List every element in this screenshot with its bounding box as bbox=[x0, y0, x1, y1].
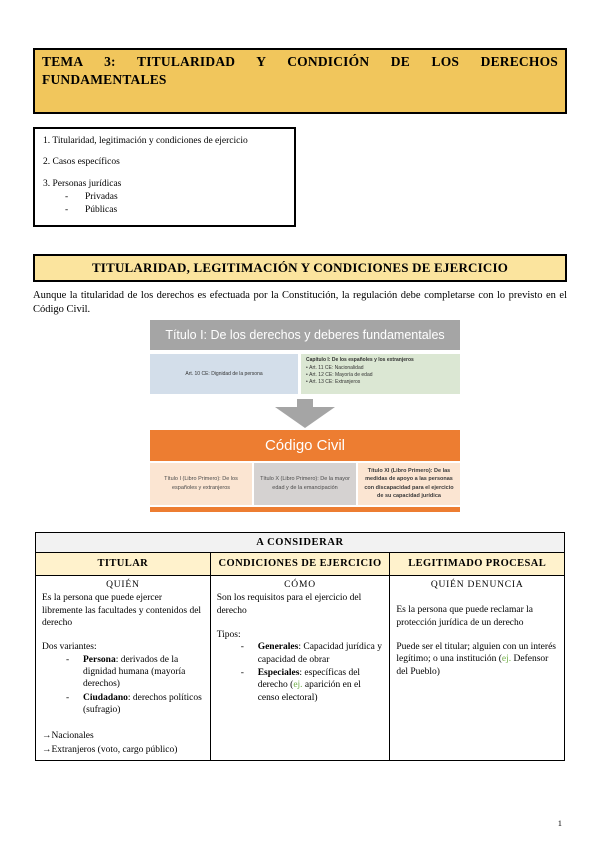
type-especiales-ej: ej. bbox=[293, 680, 303, 691]
outline-item-3-num: 3. bbox=[43, 179, 51, 190]
consider-table-caption-row: A CONSIDERAR bbox=[35, 531, 565, 554]
page-title-text: TEMA 3: TITULARIDAD Y CONDICIÓN DE LOS D… bbox=[42, 54, 558, 88]
cell-condiciones-desc: Son los requisitos para el ejercicio del… bbox=[216, 593, 362, 616]
legitimado-para-before: Puede ser el titular; alguien con un int… bbox=[396, 641, 556, 665]
cell-titular-variants: Persona: derivados de la dignidad humana… bbox=[66, 654, 204, 717]
variant-persona-term: Persona bbox=[83, 654, 116, 665]
dash-marker: - bbox=[65, 204, 69, 215]
diagram-bottom-strip bbox=[150, 506, 460, 512]
cell-titular-desc: Es la persona que puede ejercer libremen… bbox=[42, 593, 202, 628]
diagram-codigo-civil-box: Código Civil bbox=[150, 429, 460, 461]
variant-persona: Persona: derivados de la dignidad humana… bbox=[66, 654, 204, 691]
diagram-constitution-children: Art. 10 CE: Dignidad de la persona Capít… bbox=[150, 353, 460, 394]
outline-subitem-privadas: - Privadas bbox=[65, 191, 286, 204]
outline-subitem-privadas-text: Privadas bbox=[85, 192, 118, 203]
diagram-titulo10-box: Título X (Libro Primero): De la mayor ed… bbox=[254, 462, 356, 505]
variant-ciudadano-text: : derechos políticos (sufragio) bbox=[83, 692, 202, 715]
column-header-legitimado: LEGITIMADO PROCESAL bbox=[389, 552, 565, 576]
outline-item-3-sublist: - Privadas - Públicas bbox=[65, 191, 286, 217]
cell-condiciones-heading: CÓMO bbox=[284, 579, 316, 590]
down-arrow-stem bbox=[297, 398, 313, 407]
outline-subitem-publicas-text: Públicas bbox=[85, 204, 118, 215]
diagram-capitulo1-box: Capítulo I: De los españoles y los extra… bbox=[301, 353, 460, 394]
type-especiales: Especiales: específicas del derecho (ej.… bbox=[241, 667, 384, 704]
diagram-constitution-box: Título I: De los derechos y deberes fund… bbox=[150, 319, 460, 350]
spacer bbox=[42, 717, 204, 729]
spacer bbox=[396, 592, 558, 604]
outline-item-1-text: Titularidad, legitimación y condiciones … bbox=[52, 135, 248, 146]
intro-paragraph: Aunque la titularidad de los derechos es… bbox=[33, 289, 567, 315]
cell-condiciones-types: Generales: Capacidad jurídica y capacida… bbox=[241, 641, 384, 704]
consider-table-header-row: TITULAR CONDICIONES DE EJERCICIO LEGITIM… bbox=[35, 552, 565, 576]
diagram-art10-box: Art. 10 CE: Dignidad de la persona bbox=[150, 353, 298, 394]
page-title: TEMA 3: TITULARIDAD Y CONDICIÓN DE LOS D… bbox=[33, 48, 567, 114]
type-generales-text: : Capacidad jurídica y capacidad de obra… bbox=[257, 642, 382, 665]
outline-item-3-text: Personas jurídicas bbox=[52, 179, 122, 190]
diagram-capitulo1-item: Art. 11 CE: Nacionalidad bbox=[306, 365, 455, 371]
page-number: 1 bbox=[557, 818, 562, 828]
outline-item-2: 2. Casos específicos bbox=[43, 156, 286, 169]
cell-titular-heading: QUIÉN bbox=[106, 579, 140, 590]
type-generales-term: Generales bbox=[257, 642, 299, 653]
page-content: TEMA 3: TITULARIDAD Y CONDICIÓN DE LOS D… bbox=[0, 0, 600, 761]
variant-ciudadano-term: Ciudadano bbox=[83, 692, 128, 703]
variant-persona-text: : derivados de la dignidad humana (mayor… bbox=[83, 654, 186, 690]
spacer bbox=[217, 617, 384, 629]
outline-item-1: 1. Titularidad, legitimación y condicion… bbox=[43, 135, 286, 148]
outline-box: 1. Titularidad, legitimación y condicion… bbox=[33, 126, 296, 227]
diagram-capitulo1-item: Art. 13 CE: Extranjeros bbox=[306, 379, 455, 385]
type-generales: Generales: Capacidad jurídica y capacida… bbox=[241, 641, 384, 666]
type-especiales-term: Especiales bbox=[257, 667, 300, 678]
consider-table-body-row: QUIÉN Es la persona que puede ejercer li… bbox=[35, 574, 565, 762]
cell-condiciones: CÓMO Son los requisitos para el ejercici… bbox=[209, 574, 391, 762]
spacer bbox=[396, 629, 558, 641]
column-header-condiciones: CONDICIONES DE EJERCICIO bbox=[209, 552, 391, 576]
section-header: TITULARIDAD, LEGITIMACIÓN Y CONDICIONES … bbox=[33, 253, 567, 282]
outline-item-2-text: Casos específicos bbox=[52, 157, 120, 168]
down-arrow-icon bbox=[275, 398, 335, 428]
cell-condiciones-types-label: Tipos: bbox=[216, 629, 241, 640]
down-arrow-head bbox=[275, 406, 335, 428]
diagram-titulo11-box: Título XI (Libro Primero): De las medida… bbox=[358, 462, 460, 505]
legitimado-para-ej: ej. bbox=[501, 654, 512, 665]
variant-ciudadano: Ciudadano: derechos políticos (sufragio) bbox=[66, 692, 204, 717]
cell-legitimado-desc: Es la persona que puede reclamar la prot… bbox=[396, 605, 534, 628]
column-header-titular: TITULAR bbox=[35, 552, 211, 576]
titular-arrow-nacionales: →Nacionales bbox=[42, 731, 94, 742]
diagram-capitulo1-item: Art. 12 CE: Mayoría de edad bbox=[306, 372, 455, 378]
cell-titular-variants-label: Dos variantes: bbox=[42, 642, 97, 653]
cell-titular: QUIÉN Es la persona que puede ejercer li… bbox=[35, 574, 211, 762]
type-especiales-text-before: : específicas del derecho ( bbox=[257, 667, 361, 691]
consider-table-caption: A CONSIDERAR bbox=[35, 531, 565, 554]
diagram-titulo1-box: Título I (Libro Primero): De los español… bbox=[150, 462, 252, 505]
cell-legitimado-para: Puede ser el titular; alguien con un int… bbox=[396, 641, 558, 678]
legitimado-para-after: Defensor del Pueblo) bbox=[396, 654, 549, 677]
outline-item-3: 3. Personas jurídicas - Privadas - Públi… bbox=[43, 178, 286, 216]
cell-legitimado: QUIÉN DENUNCIA Es la persona que puede r… bbox=[389, 574, 565, 762]
spacer bbox=[42, 629, 204, 641]
diagram-capitulo1-list: Art. 11 CE: Nacionalidad Art. 12 CE: May… bbox=[306, 365, 455, 385]
hierarchy-diagram: Título I: De los derechos y deberes fund… bbox=[150, 319, 460, 512]
type-especiales-text-after: aparición en el censo electoral) bbox=[257, 680, 361, 703]
cell-legitimado-heading: QUIÉN DENUNCIA bbox=[430, 579, 524, 590]
outline-item-2-num: 2. bbox=[43, 157, 51, 168]
diagram-capitulo1-title: Capítulo I: De los españoles y los extra… bbox=[306, 356, 414, 363]
outline-item-1-num: 1. bbox=[43, 135, 51, 146]
diagram-codigo-civil-children: Título I (Libro Primero): De los español… bbox=[150, 462, 460, 505]
consider-table: A CONSIDERAR TITULAR CONDICIONES DE EJER… bbox=[35, 531, 565, 762]
outline-subitem-publicas: - Públicas bbox=[65, 204, 286, 217]
titular-arrow-extranjeros: →Extranjeros (voto, cargo público) bbox=[42, 744, 178, 755]
dash-marker: - bbox=[65, 192, 69, 203]
